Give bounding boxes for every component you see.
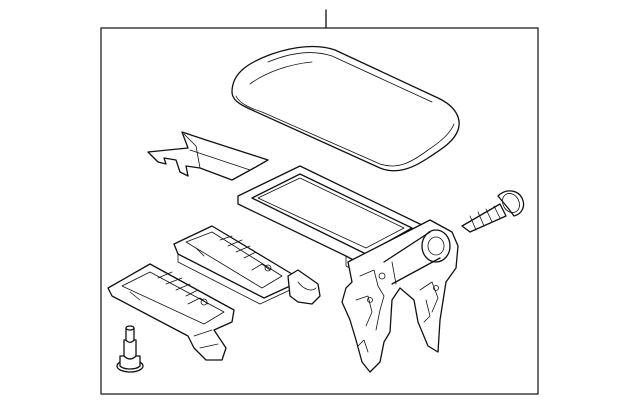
console-hinge-base (341, 219, 459, 373)
lower-storage-tray (107, 263, 235, 361)
mounting-screw (461, 190, 525, 233)
assembly-frame (100, 27, 539, 395)
lid-cover-plate (147, 131, 269, 181)
console-bumper-stopper (116, 325, 144, 373)
armrest-lid-cushion (231, 45, 460, 172)
side-bracket (287, 269, 321, 305)
